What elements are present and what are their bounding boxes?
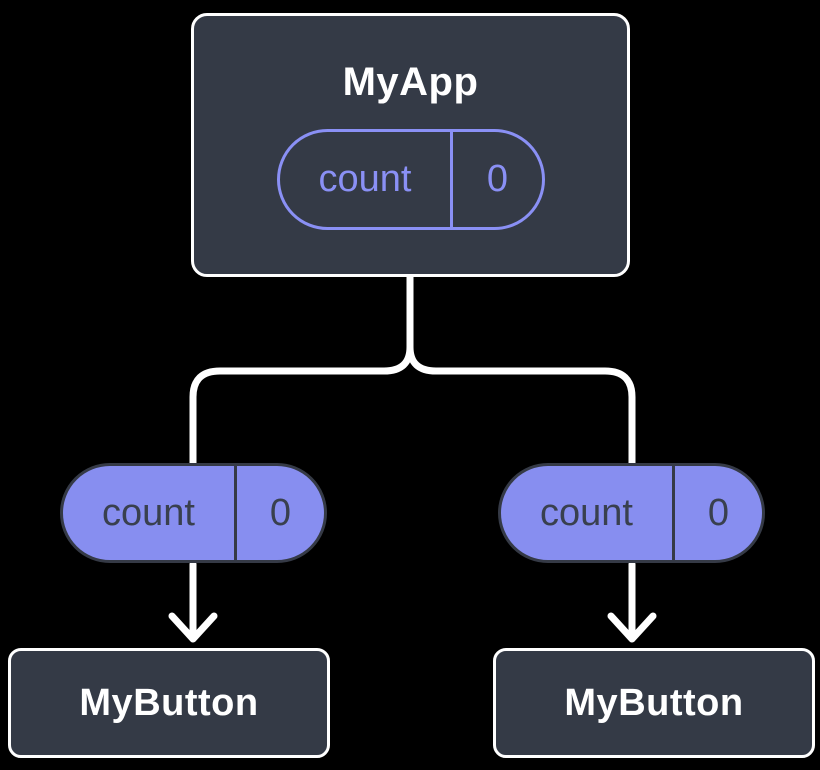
arrow-right-head [607,612,657,643]
state-pill: count 0 [277,129,545,230]
mybutton-node-right-title: MyButton [564,681,744,724]
prop-pill-right-value: 0 [707,491,730,534]
prop-pill-left-name: count [63,466,237,560]
mybutton-node-left-title: MyButton [79,681,259,724]
state-pill-name: count [280,132,453,227]
prop-pill-left: count 0 [60,463,327,563]
myapp-node-title: MyApp [342,60,479,104]
prop-pill-right-name: count [501,466,675,560]
state-pill-value: 0 [486,158,509,200]
arrow-left-head [168,612,218,643]
myapp-node: MyApp count 0 [191,13,630,277]
branch-left-line [189,343,414,467]
mybutton-node-left: MyButton [8,648,330,758]
prop-pill-right: count 0 [498,463,765,563]
branch-right-line [406,343,636,467]
prop-pill-left-value: 0 [269,491,292,534]
mybutton-node-right: MyButton [493,648,815,758]
